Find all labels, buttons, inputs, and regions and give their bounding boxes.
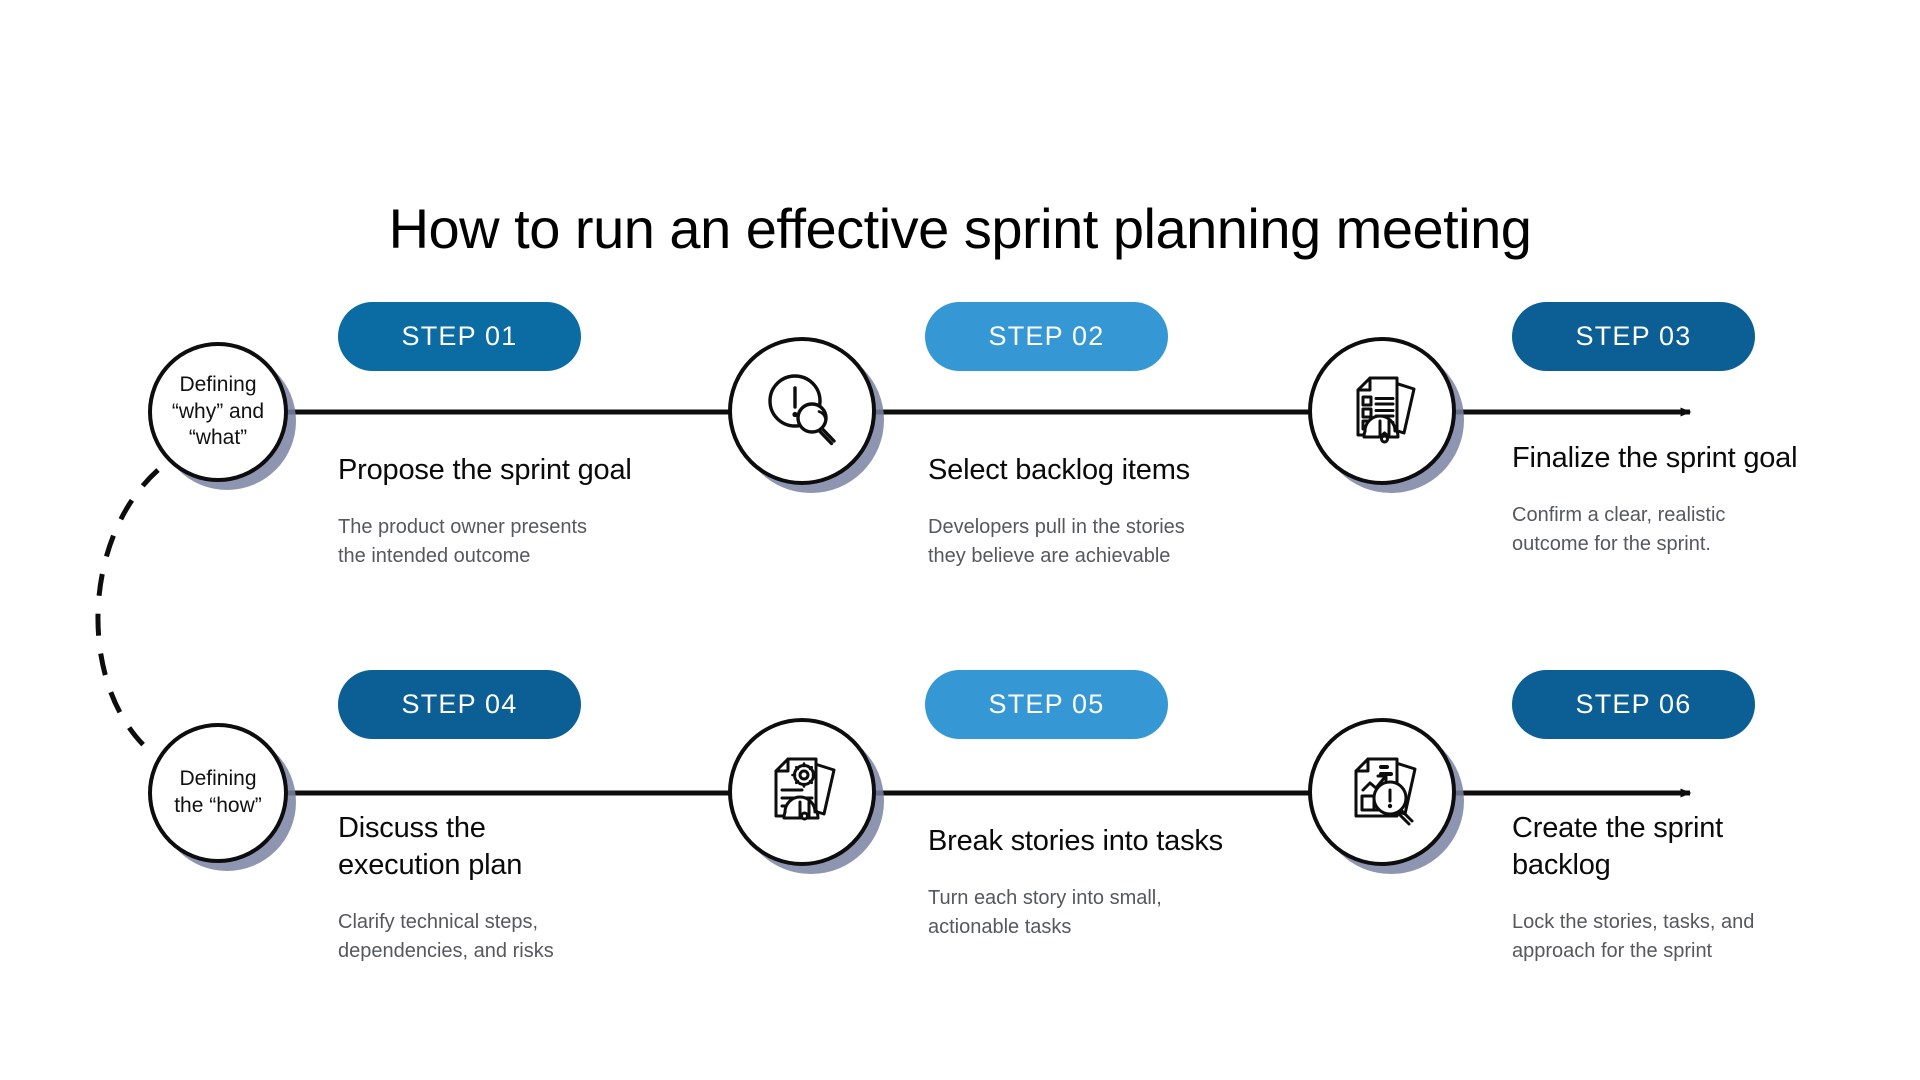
step-body: Turn each story into small, actionable t…	[928, 887, 1162, 939]
step-heading: Finalize the sprint goal	[1512, 442, 1798, 474]
chart-document-alert-magnifier-icon	[1338, 748, 1426, 836]
icon-circle-step-05[interactable]	[728, 718, 876, 866]
step-body: Clarify technical steps, dependencies, a…	[338, 911, 554, 963]
step-text-block-02: Select backlog items Developers pull in …	[928, 452, 1278, 571]
anchor-circle-why-what[interactable]: Defining “why” and “what”	[148, 342, 288, 482]
step-text-block-06: Create the sprint backlog Lock the stori…	[1512, 810, 1872, 966]
step-heading: Propose the sprint goal	[338, 454, 632, 486]
anchor-label: Defining the “how”	[174, 767, 262, 817]
step-heading: Break stories into tasks	[928, 825, 1223, 857]
gear-document-certificate-icon	[758, 748, 846, 836]
step-badge-label: STEP 01	[401, 321, 518, 351]
step-badge-03[interactable]: STEP 03	[1512, 302, 1755, 371]
step-text-block-03: Finalize the sprint goal Confirm a clear…	[1512, 440, 1872, 559]
step-badge-06[interactable]: STEP 06	[1512, 670, 1755, 739]
icon-circle-step-03[interactable]	[1308, 337, 1456, 485]
step-body: Developers pull in the stories they beli…	[928, 516, 1185, 568]
page-title: How to run an effective sprint planning …	[388, 196, 1532, 260]
step-badge-label: STEP 05	[988, 689, 1105, 719]
step-badge-04[interactable]: STEP 04	[338, 670, 581, 739]
step-badge-label: STEP 03	[1575, 321, 1692, 351]
step-text-block-04: Discuss the execution plan Clarify techn…	[338, 810, 668, 966]
step-badge-02[interactable]: STEP 02	[925, 302, 1168, 371]
step-badge-01[interactable]: STEP 01	[338, 302, 581, 371]
step-badge-label: STEP 06	[1575, 689, 1692, 719]
icon-circle-step-06[interactable]	[1308, 718, 1456, 866]
dashed-connector	[95, 468, 160, 755]
anchor-label: Defining “why” and “what”	[171, 372, 265, 450]
step-body: Lock the stories, tasks, and approach fo…	[1512, 911, 1755, 963]
step-badge-label: STEP 04	[401, 689, 518, 719]
icon-circle-step-02[interactable]	[728, 337, 876, 485]
anchor-circle-how[interactable]: Defining the “how”	[148, 723, 288, 863]
alert-magnifier-icon	[759, 368, 845, 454]
step-body: Confirm a clear, realistic outcome for t…	[1512, 504, 1726, 556]
step-text-block-01: Propose the sprint goal The product owne…	[338, 452, 688, 571]
step-heading: Create the sprint backlog	[1512, 812, 1723, 882]
checklist-certificate-icon	[1338, 367, 1426, 455]
step-badge-label: STEP 02	[988, 321, 1105, 351]
step-heading: Discuss the execution plan	[338, 812, 523, 882]
step-heading: Select backlog items	[928, 454, 1190, 486]
step-body: The product owner presents the intended …	[338, 516, 588, 568]
step-badge-05[interactable]: STEP 05	[925, 670, 1168, 739]
step-text-block-05: Break stories into tasks Turn each story…	[928, 823, 1278, 942]
